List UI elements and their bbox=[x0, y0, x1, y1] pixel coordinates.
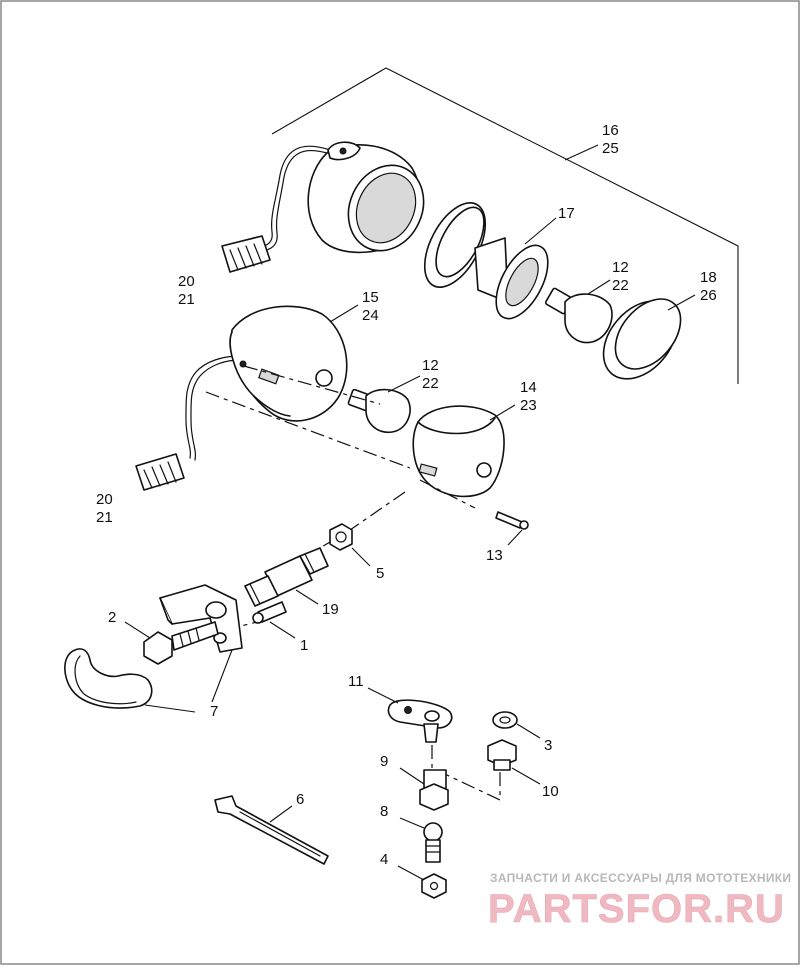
leader-16 bbox=[564, 144, 599, 161]
callout-26: 26 bbox=[700, 287, 717, 304]
bulb-middle bbox=[347, 388, 411, 434]
nut-4 bbox=[421, 873, 447, 899]
callout-18: 18 bbox=[700, 269, 717, 286]
callout-22b: 22 bbox=[422, 375, 439, 392]
screw-1 bbox=[252, 601, 287, 624]
leader-6 bbox=[269, 805, 293, 823]
callout-9: 9 bbox=[380, 753, 388, 770]
leader-12a bbox=[587, 279, 611, 295]
upper-signal-housing bbox=[221, 141, 425, 273]
callout-1: 1 bbox=[300, 637, 308, 654]
callout-16: 16 bbox=[602, 122, 619, 139]
nut-9 bbox=[419, 769, 449, 811]
ball-stud-8 bbox=[423, 822, 443, 863]
leader-1 bbox=[269, 621, 296, 639]
centerline-c bbox=[419, 479, 476, 509]
callout-20b: 20 bbox=[96, 491, 113, 508]
callout-8: 8 bbox=[380, 803, 388, 820]
callout-17: 17 bbox=[558, 205, 575, 222]
assembly-bracket-line bbox=[271, 67, 739, 384]
callout-3: 3 bbox=[544, 737, 552, 754]
leader-13 bbox=[507, 529, 523, 546]
callout-13: 13 bbox=[486, 547, 503, 564]
nut-5 bbox=[329, 523, 353, 551]
callout-14: 14 bbox=[520, 379, 537, 396]
callout-15: 15 bbox=[362, 289, 379, 306]
leader-17 bbox=[524, 217, 557, 245]
leader-15 bbox=[329, 304, 359, 323]
leader-4 bbox=[397, 865, 425, 881]
middle-connector bbox=[135, 453, 185, 491]
callout-11: 11 bbox=[348, 673, 364, 690]
middle-signal-housing bbox=[135, 305, 348, 491]
leader-2 bbox=[124, 621, 151, 639]
leader-12b bbox=[387, 375, 421, 393]
bolt-2 bbox=[143, 621, 219, 665]
callout-10: 10 bbox=[542, 783, 559, 800]
leader-11 bbox=[367, 687, 399, 704]
visor-14 bbox=[412, 405, 505, 498]
trim-ring-17 bbox=[423, 202, 549, 320]
middle-wire-second bbox=[190, 359, 247, 461]
nut-10 bbox=[487, 739, 517, 771]
callout-21a: 21 bbox=[178, 291, 195, 308]
leader-8 bbox=[399, 817, 425, 829]
callout-6: 6 bbox=[296, 791, 304, 808]
upper-wire bbox=[255, 145, 331, 248]
upper-connector bbox=[221, 235, 271, 273]
leader-7a bbox=[144, 704, 196, 713]
bracket-11 bbox=[387, 699, 453, 743]
screw-13 bbox=[495, 511, 529, 530]
middle-wire bbox=[185, 355, 247, 459]
callout-2: 2 bbox=[108, 609, 116, 626]
leader-5 bbox=[351, 547, 371, 567]
callout-20a: 20 bbox=[178, 273, 195, 290]
middle-housing-hole bbox=[315, 369, 333, 387]
callout-22a: 22 bbox=[612, 277, 629, 294]
bulb-upper bbox=[544, 287, 613, 344]
centerline-f bbox=[431, 745, 501, 801]
washer-3 bbox=[492, 711, 518, 729]
centerline-a bbox=[205, 391, 411, 469]
cable-tie-6 bbox=[214, 795, 329, 865]
clamp-band bbox=[64, 648, 153, 709]
watermark: ЗАПЧАСТИ И АКСЕССУАРЫ ДЛЯ МОТОТЕХНИКИ PA… bbox=[488, 871, 791, 931]
callout-19: 19 bbox=[322, 601, 339, 618]
middle-housing-screw bbox=[239, 360, 247, 368]
centerline-b bbox=[243, 365, 381, 405]
lens-18 bbox=[602, 298, 682, 380]
callout-5: 5 bbox=[376, 565, 384, 582]
upper-wire-second bbox=[257, 150, 331, 252]
leader-7b bbox=[211, 649, 233, 703]
callout-4: 4 bbox=[380, 851, 388, 868]
leader-10 bbox=[511, 767, 541, 785]
callout-12b: 12 bbox=[422, 357, 439, 374]
callout-21b: 21 bbox=[96, 509, 113, 526]
watermark-logo: PARTSFOR.RU bbox=[488, 887, 785, 931]
watermark-tagline: ЗАПЧАСТИ И АКСЕССУАРЫ ДЛЯ МОТОТЕХНИКИ bbox=[490, 871, 791, 885]
callout-23: 23 bbox=[520, 397, 537, 414]
callout-24: 24 bbox=[362, 307, 379, 324]
leader-9 bbox=[399, 767, 425, 785]
middle-housing-slot bbox=[258, 368, 280, 385]
callout-25: 25 bbox=[602, 140, 619, 157]
clamp-block bbox=[159, 584, 243, 653]
upper-tab-hole bbox=[339, 147, 347, 155]
leader-3 bbox=[516, 723, 541, 739]
callout-12a: 12 bbox=[612, 259, 629, 276]
leader-19 bbox=[295, 589, 319, 605]
stud-19 bbox=[244, 547, 329, 607]
leader-18 bbox=[667, 294, 696, 311]
upper-housing-opening bbox=[355, 172, 417, 244]
callout-7a: 7 bbox=[210, 703, 218, 720]
leader-14 bbox=[489, 404, 516, 421]
